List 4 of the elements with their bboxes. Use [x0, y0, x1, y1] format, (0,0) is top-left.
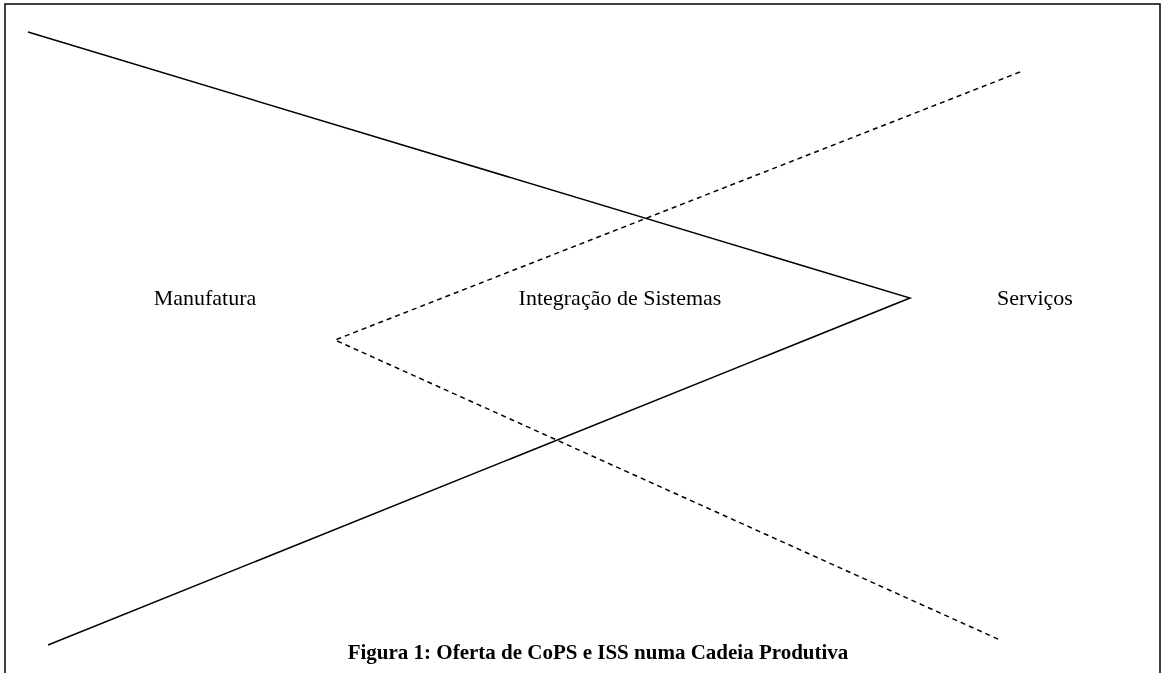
figure-caption: Figura 1: Oferta de CoPS e ISS numa Cadeia Produtiva: [347, 640, 849, 665]
region-label: Manufatura: [153, 285, 257, 311]
region-label: Integração de Sistemas: [518, 285, 722, 311]
region-label: Serviços: [997, 285, 1073, 311]
